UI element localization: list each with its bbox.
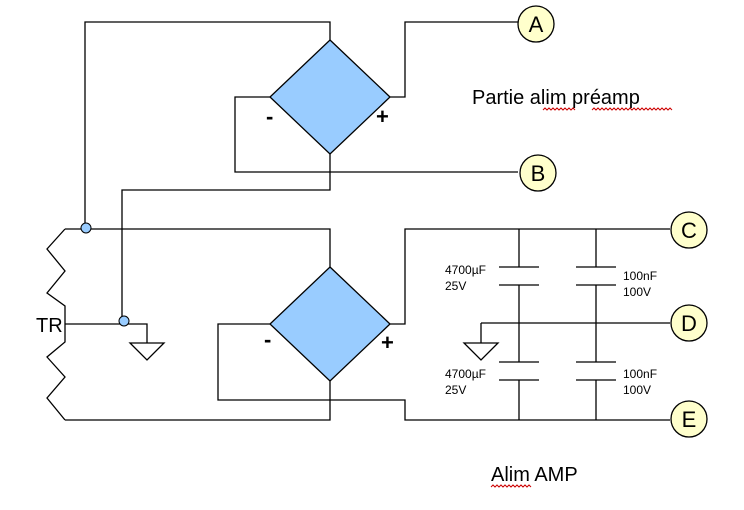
bridge-bottom-plus: +	[381, 330, 394, 355]
transformer-label: TR	[36, 315, 63, 337]
bridge-rectifier-top	[269, 39, 391, 155]
cap-upper-right-value: 100nF	[623, 269, 657, 283]
cap-upper-left-voltage: 25V	[445, 279, 466, 293]
node-a-label: A	[529, 12, 544, 37]
node-b-label: B	[531, 161, 546, 186]
node-b: B	[519, 154, 557, 192]
junction-dot-top	[80, 222, 92, 234]
node-d: D	[670, 304, 708, 342]
ground-symbol-right	[462, 342, 500, 361]
title-amp: Alim AMP	[491, 464, 578, 486]
title-preamp: Partie alim préamp	[472, 87, 640, 109]
node-c-label: C	[681, 218, 697, 243]
bridge-rectifier-bottom	[269, 266, 391, 382]
bridge-top-plus: +	[376, 104, 389, 129]
bridge-top-minus: -	[266, 104, 273, 129]
cap-lower-left-voltage: 25V	[445, 383, 466, 397]
node-e: E	[670, 400, 708, 438]
cap-lower-right-voltage: 100V	[623, 383, 651, 397]
cap-upper-left-value: 4700µF	[445, 263, 486, 277]
node-c: C	[670, 211, 708, 249]
spellcheck-underline-preamp	[542, 107, 673, 111]
cap-lower-left-value: 4700µF	[445, 367, 486, 381]
node-d-label: D	[681, 311, 697, 336]
wires	[46, 21, 670, 421]
junction-dot-center	[118, 315, 130, 327]
ground-symbol-left	[128, 342, 166, 361]
cap-lower-right-value: 100nF	[623, 367, 657, 381]
bridge-bottom-minus: -	[264, 327, 271, 352]
spellcheck-underline-amp	[490, 484, 532, 488]
node-a: A	[517, 5, 555, 43]
cap-upper-right-voltage: 100V	[623, 285, 651, 299]
node-e-label: E	[682, 407, 697, 432]
